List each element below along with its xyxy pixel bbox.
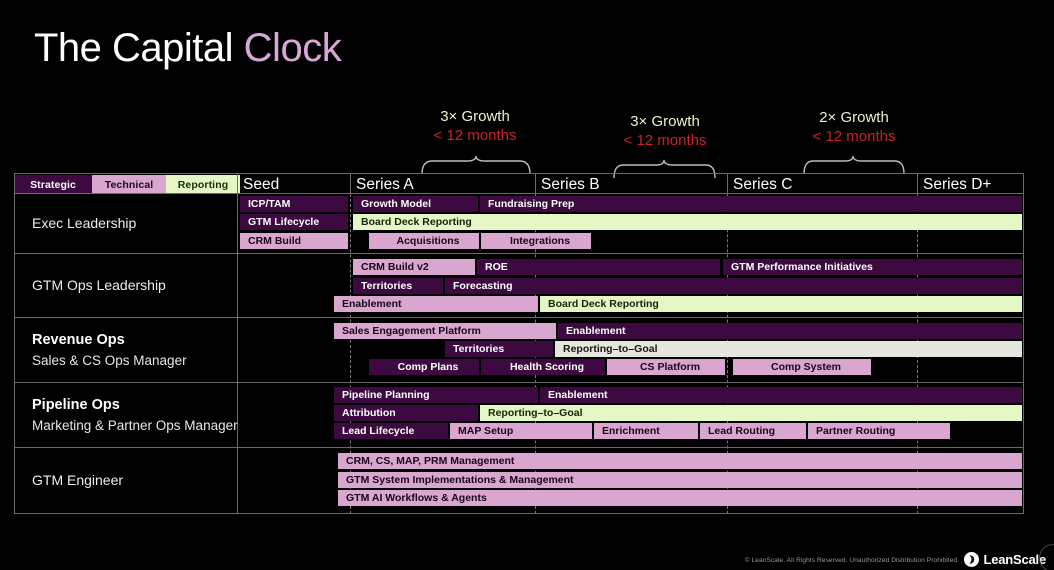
row-label-gtm-engineer: GTM Engineer	[32, 448, 123, 513]
bar-label: Comp System	[770, 361, 842, 373]
bar-cs-platform[interactable]: CS Platform	[607, 359, 725, 375]
bar-label: CS Platform	[639, 361, 701, 373]
bar-gtm-lifecycle[interactable]: GTM Lifecycle	[240, 214, 348, 230]
bar-enablement[interactable]: Enablement	[334, 296, 538, 312]
column-divider-seed	[237, 174, 238, 514]
bar-label: Health Scoring	[509, 361, 585, 373]
growth-marker-0: 3× Growth < 12 months	[410, 108, 540, 145]
column-divider-series-a	[350, 174, 351, 194]
leanscale-mark-icon	[964, 552, 980, 567]
footer-copyright: © LeanScale. All Rights Reserved. Unauth…	[744, 557, 959, 564]
bar-territories[interactable]: Territories	[445, 341, 553, 357]
bar-partner-routing[interactable]: Partner Routing	[808, 423, 950, 439]
corner-decoration	[1028, 544, 1054, 570]
bar-label: Acquisitions	[396, 235, 460, 247]
bar-enrichment[interactable]: Enrichment	[594, 423, 698, 439]
row-divider	[14, 253, 1024, 254]
row-label-exec-leadership: Exec Leadership	[32, 194, 136, 253]
row-subtitle: Sales & CS Ops Manager	[32, 352, 187, 368]
table-left-border	[14, 174, 15, 514]
header-bottom-rule	[14, 193, 1024, 194]
legend-pill-strategic[interactable]: Strategic	[14, 175, 92, 194]
row-title: GTM Engineer	[32, 472, 124, 489]
page-title-accent: Clock	[243, 26, 342, 70]
brace-icon-0	[421, 155, 531, 175]
bar-sales-engagement-platform[interactable]: Sales Engagement Platform	[334, 323, 556, 339]
bar-attribution[interactable]: Attribution	[334, 405, 478, 421]
row-title: Pipeline Ops	[32, 396, 120, 413]
stage-header-seed: Seed	[243, 175, 280, 193]
table-right-border	[1023, 174, 1024, 514]
bar-board-deck-reporting[interactable]: Board Deck Reporting	[540, 296, 1022, 312]
stage-header-series-a: Series A	[356, 175, 414, 193]
bar-crm-build[interactable]: CRM Build	[240, 233, 348, 249]
growth-duration: < 12 months	[812, 128, 896, 146]
bar-acquisitions[interactable]: Acquisitions	[369, 233, 479, 249]
bar-reporting-to-goal[interactable]: Reporting–to–Goal	[480, 405, 1022, 421]
column-divider-series-d	[917, 174, 918, 194]
growth-multiplier: 2× Growth	[819, 109, 889, 126]
bar-enablement[interactable]: Enablement	[540, 387, 1022, 403]
bar-reporting-to-goal[interactable]: Reporting–to–Goal	[555, 341, 1022, 357]
bar-integrations[interactable]: Integrations	[481, 233, 591, 249]
row-label-revenue-ops: Revenue Ops Sales & CS Ops Manager	[32, 318, 187, 382]
bar-gtm-system-implementations[interactable]: GTM System Implementations & Management	[338, 472, 1022, 488]
leanscale-logo: LeanScale	[964, 552, 1046, 567]
growth-marker-2: 2× Growth < 12 months	[789, 109, 919, 146]
grid-dash-series-a	[350, 194, 351, 514]
row-title: Revenue Ops	[32, 331, 125, 348]
table-bottom-border	[14, 513, 1024, 514]
bar-lead-lifecycle[interactable]: Lead Lifecycle	[334, 423, 448, 439]
row-subtitle: Marketing & Partner Ops Manager	[32, 417, 238, 433]
bar-roe[interactable]: ROE	[477, 259, 720, 275]
row-title: Exec Leadership	[32, 215, 137, 232]
legend-pill-reporting[interactable]: Reporting	[166, 175, 240, 194]
leanscale-wordmark: LeanScale	[983, 552, 1046, 567]
bar-fundraising-prep[interactable]: Fundraising Prep	[480, 196, 1022, 212]
bar-label: Comp Plans	[397, 361, 459, 373]
legend: Strategic Technical Reporting	[14, 175, 240, 194]
page-title: The Capital Clock	[34, 26, 342, 71]
growth-multiplier: 3× Growth	[440, 108, 510, 125]
row-label-pipeline-ops: Pipeline Ops Marketing & Partner Ops Man…	[32, 383, 238, 447]
bar-enablement[interactable]: Enablement	[558, 323, 1022, 339]
bar-territories[interactable]: Territories	[353, 278, 443, 294]
stage-header-series-c: Series C	[733, 175, 793, 193]
stage-header-series-b: Series B	[541, 175, 600, 193]
growth-duration: < 12 months	[623, 132, 707, 150]
bar-forecasting[interactable]: Forecasting	[445, 278, 1022, 294]
growth-marker-1: 3× Growth < 12 months	[600, 113, 730, 150]
row-divider	[14, 447, 1024, 448]
bar-map-setup[interactable]: MAP Setup	[450, 423, 592, 439]
bar-comp-system[interactable]: Comp System	[733, 359, 871, 375]
bar-gtm-performance-initiatives[interactable]: GTM Performance Initiatives	[723, 259, 1022, 275]
bar-pipeline-planning[interactable]: Pipeline Planning	[334, 387, 538, 403]
stage-header-series-d: Series D+	[923, 175, 992, 193]
row-divider	[14, 382, 1024, 383]
column-divider-series-c	[727, 174, 728, 194]
row-title: GTM Ops Leadership	[32, 277, 166, 294]
row-label-gtm-ops-leadership: GTM Ops Leadership	[32, 254, 166, 317]
bar-health-scoring[interactable]: Health Scoring	[481, 359, 605, 375]
bar-lead-routing[interactable]: Lead Routing	[700, 423, 806, 439]
legend-pill-technical[interactable]: Technical	[92, 175, 166, 194]
growth-multiplier: 3× Growth	[630, 113, 700, 130]
row-divider	[14, 317, 1024, 318]
header-top-rule	[14, 173, 1024, 174]
bar-growth-model[interactable]: Growth Model	[353, 196, 478, 212]
page-title-main: The Capital	[34, 26, 244, 70]
brace-icon-2	[803, 155, 905, 175]
growth-duration: < 12 months	[433, 127, 517, 145]
bar-board-deck-reporting[interactable]: Board Deck Reporting	[353, 214, 1022, 230]
brace-icon-1	[613, 159, 716, 179]
bar-crm-build-v2[interactable]: CRM Build v2	[353, 259, 475, 275]
bar-crm-cs-map-prm-management[interactable]: CRM, CS, MAP, PRM Management	[338, 453, 1022, 469]
bar-icp-tam[interactable]: ICP/TAM	[240, 196, 348, 212]
bar-gtm-ai-workflows-agents[interactable]: GTM AI Workflows & Agents	[338, 490, 1022, 506]
bar-label: Integrations	[509, 235, 571, 247]
column-divider-series-b	[535, 174, 536, 194]
bar-comp-plans[interactable]: Comp Plans	[369, 359, 479, 375]
